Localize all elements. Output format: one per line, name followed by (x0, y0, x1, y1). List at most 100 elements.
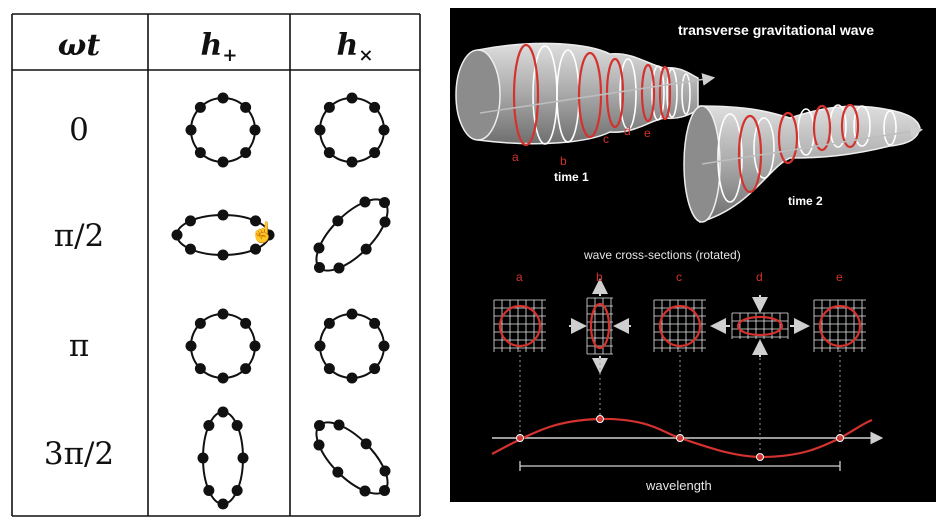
particle-dot (360, 243, 372, 255)
particle-dot (346, 156, 358, 168)
wavelength-bracket (519, 461, 841, 471)
particle-dot (346, 308, 358, 320)
particle-dot (240, 317, 252, 329)
header-h-cross: h× (290, 28, 420, 66)
particle-dot (231, 419, 243, 431)
section-label-a: a (516, 270, 523, 284)
particle-ring (185, 308, 261, 384)
section-label-c: c (676, 270, 682, 284)
particle-dot (379, 216, 391, 228)
particle-dot (360, 438, 372, 450)
tube-label-b: b (560, 154, 567, 168)
row-phase-3pi-half: 3π/2 (43, 436, 115, 472)
particle-ring (197, 406, 249, 510)
ring-shapes (171, 92, 391, 510)
header-h-plus-main: h (200, 28, 223, 63)
particle-dot (379, 485, 391, 497)
header-h-plus-sub: + (222, 45, 238, 66)
particle-ring (314, 92, 390, 168)
particle-dot (332, 215, 344, 227)
particle-ring (314, 308, 390, 384)
particle-dot (359, 196, 371, 208)
tube-label-a: a (512, 150, 519, 164)
particle-dot (346, 92, 358, 104)
section-title: wave cross-sections (rotated) (584, 248, 741, 262)
particle-dot (313, 262, 325, 274)
particle-dot (379, 196, 391, 208)
particle-dot (217, 249, 229, 261)
particle-dot (250, 215, 262, 227)
particle-dot (184, 215, 196, 227)
particle-ring (313, 196, 391, 274)
particle-dot (346, 372, 358, 384)
particle-dot (378, 124, 390, 136)
particle-dot (217, 308, 229, 320)
particle-dot (171, 229, 183, 241)
cross-section (710, 295, 810, 357)
cross-section (493, 299, 546, 352)
particle-dot (194, 363, 206, 375)
particle-dot (369, 317, 381, 329)
header-omega-t: ωt (57, 28, 101, 63)
particle-dot (217, 209, 229, 221)
row-phase-pi: π (68, 328, 90, 364)
particle-dot (378, 340, 390, 352)
particle-dot (313, 439, 325, 451)
cross-section (653, 299, 706, 352)
particle-dot (217, 406, 229, 418)
particle-dot (217, 498, 229, 510)
tube-label-d: d (624, 124, 631, 138)
polarization-table: ωt h+ h× 0 π/2 π 3π/2 ☝ (0, 0, 440, 526)
tube-time-2 (683, 103, 924, 223)
cross-sections (493, 278, 866, 374)
table-grid (11, 13, 421, 517)
section-label-e: e (836, 270, 843, 284)
particle-dot (194, 317, 206, 329)
header-h-plus: h+ (148, 28, 290, 66)
section-label-d: d (756, 270, 763, 284)
particle-dot (185, 124, 197, 136)
particle-dot (313, 242, 325, 254)
tube-label-e: e (644, 126, 651, 140)
particle-dot (237, 452, 249, 464)
particle-dot (379, 465, 391, 477)
particle-dot (332, 466, 344, 478)
gravitational-wave-diagram: transverse gravitational wave a b c d e … (450, 8, 936, 502)
wave-illustration (455, 42, 924, 471)
time-1-label: time 1 (554, 170, 589, 184)
particle-dot (203, 485, 215, 497)
particle-dot (333, 419, 345, 431)
hand-cursor-icon: ☝ (250, 220, 275, 244)
particle-dot (323, 101, 335, 113)
particle-dot (217, 156, 229, 168)
particle-dot (323, 363, 335, 375)
particle-ring (313, 419, 391, 497)
cross-section (813, 299, 866, 352)
time-2-label: time 2 (788, 194, 823, 208)
particle-dot (203, 419, 215, 431)
cross-section (569, 278, 631, 374)
particle-dot (323, 147, 335, 159)
particle-dot (240, 147, 252, 159)
dotted-guides (519, 350, 841, 457)
particle-dot (240, 101, 252, 113)
particle-dot (323, 317, 335, 329)
particle-dot (185, 340, 197, 352)
row-phase-0: 0 (69, 112, 89, 148)
particle-dot (250, 243, 262, 255)
particle-dot (333, 262, 345, 274)
particle-dot (369, 147, 381, 159)
particle-dot (359, 485, 371, 497)
particle-dot (249, 124, 261, 136)
particle-dot (194, 147, 206, 159)
particle-ring (171, 209, 275, 261)
particle-dot (314, 124, 326, 136)
header-h-cross-sub: × (358, 45, 374, 66)
particle-ring (185, 92, 261, 168)
particle-dot (263, 229, 275, 241)
particle-dot (231, 485, 243, 497)
particle-dot (249, 340, 261, 352)
section-label-b: b (596, 270, 603, 284)
particle-dot (197, 452, 209, 464)
particle-dot (369, 363, 381, 375)
